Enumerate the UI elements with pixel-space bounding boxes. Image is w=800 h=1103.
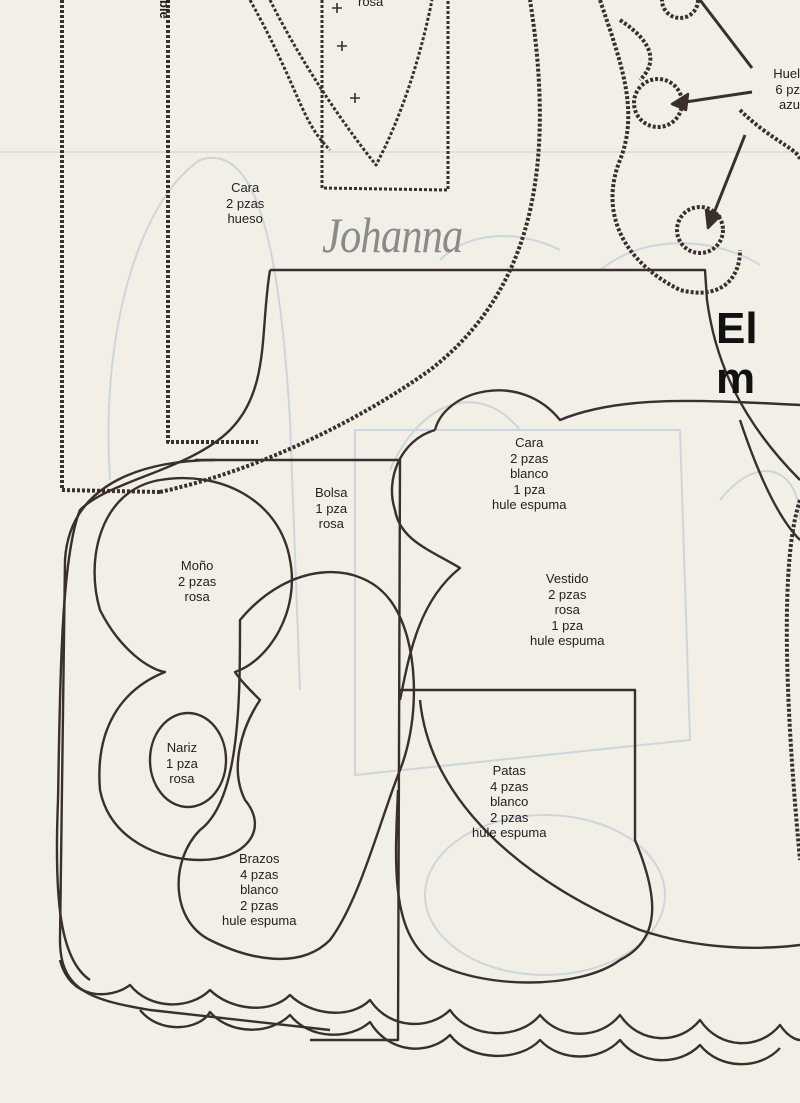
- arrow-1-head: [670, 92, 690, 112]
- dashed-frame-outline: [60, 0, 161, 494]
- label-line: 1 pza: [551, 617, 584, 633]
- rosa-piece-outline: [268, 0, 434, 167]
- pattern-outlines: [55, 0, 800, 1066]
- label-line: hule espuma: [222, 913, 297, 928]
- label-line: rosa: [169, 771, 195, 786]
- top-rosa-label: rosa: [358, 0, 384, 9]
- label-line: Huel: [773, 66, 800, 81]
- outer-piece-outline: [58, 458, 331, 1032]
- label-line: Patas: [492, 763, 526, 778]
- label-patas: Patas 4 pzas blanco 2 pzas hule espuma: [472, 763, 546, 841]
- label-cara-hueso: Cara 2 pzas hueso: [226, 180, 264, 227]
- reverse-side-shapes: [107, 156, 800, 976]
- label-line: Brazos: [238, 851, 280, 866]
- label-line: 1 pza: [315, 500, 348, 516]
- brazos-outline: [177, 570, 416, 961]
- label-line: 2 pzas: [240, 897, 279, 913]
- label-line: Bolsa: [315, 485, 348, 500]
- huella-circle-2: [675, 205, 725, 255]
- label-line: blanco: [510, 466, 549, 481]
- label-huellas: Huel 6 pz azu: [773, 66, 800, 113]
- label-line: hueso: [227, 211, 263, 226]
- brand-logo: Johanna: [322, 207, 463, 263]
- label-line: hule espuma: [530, 633, 605, 648]
- rosa-piece-base: [320, 0, 450, 192]
- arrow-3: [698, 0, 754, 69]
- label-vestido: Vestido 2 pzas rosa 1 pza hule espuma: [530, 571, 604, 649]
- label-line: Cara: [231, 180, 260, 195]
- huellas-dashed-outline: [598, 0, 742, 295]
- label-nariz: Nariz 1 pza rosa: [166, 740, 198, 787]
- label-line: 4 pzas: [490, 778, 529, 794]
- arrow-2-head: [704, 208, 722, 230]
- label-line: blanco: [240, 882, 279, 897]
- vestido-bottom-curve: [418, 699, 800, 949]
- label-line: Nariz: [166, 740, 198, 755]
- cara-hueso-outline: [166, 0, 258, 444]
- label-line: hule espuma: [492, 497, 567, 512]
- label-cara-blanco: Cara 2 pzas blanco 1 pza hule espuma: [492, 435, 566, 513]
- label-line: rosa: [184, 589, 210, 604]
- label-line: 2 pzas: [226, 195, 265, 211]
- headline-fragment: El m: [716, 304, 758, 403]
- vestido-right-edge: [738, 419, 800, 541]
- label-line: 2 pzas: [548, 586, 587, 602]
- label-line: 2 pzas: [178, 573, 217, 589]
- huellas-dashed-outline-2: [738, 108, 800, 161]
- label-line: 2 pzas: [490, 809, 529, 825]
- label-brazos: Brazos 4 pzas blanco 2 pzas hule espuma: [222, 851, 296, 929]
- dashed-curve-inner: [248, 0, 332, 152]
- label-line: 6 pz: [775, 81, 800, 97]
- label-bolsa: Bolsa 1 pza rosa: [315, 485, 348, 532]
- label-line: blanco: [490, 794, 529, 809]
- label-line: 1 pza: [513, 481, 546, 497]
- cara-blanco-outline: [390, 389, 800, 701]
- bolsa-outline: [195, 458, 402, 1042]
- cross-marks: [332, 3, 360, 103]
- label-line: rosa: [554, 602, 580, 617]
- label-line: rosa: [318, 516, 344, 531]
- label-line: Vestido: [545, 571, 589, 586]
- label-mono: Moño 2 pzas rosa: [178, 558, 216, 605]
- label-line: azu: [779, 97, 800, 112]
- patas-outline: [394, 688, 654, 984]
- label-line: Moño: [180, 558, 214, 573]
- mono-outline: [93, 476, 294, 862]
- vestido-outline: [55, 268, 800, 981]
- label-line: 2 pzas: [510, 450, 549, 466]
- label-line: hule espuma: [472, 825, 547, 840]
- edge-word: ble: [157, 0, 172, 19]
- nariz-outline: [148, 711, 228, 809]
- label-line: Cara: [515, 435, 544, 450]
- scalloped-edge-2: [139, 1009, 781, 1066]
- label-line: 1 pza: [166, 755, 198, 771]
- label-line: 4 pzas: [240, 866, 279, 882]
- huellas-dashed-outline-3: [618, 18, 653, 82]
- scalloped-edge: [58, 959, 800, 1045]
